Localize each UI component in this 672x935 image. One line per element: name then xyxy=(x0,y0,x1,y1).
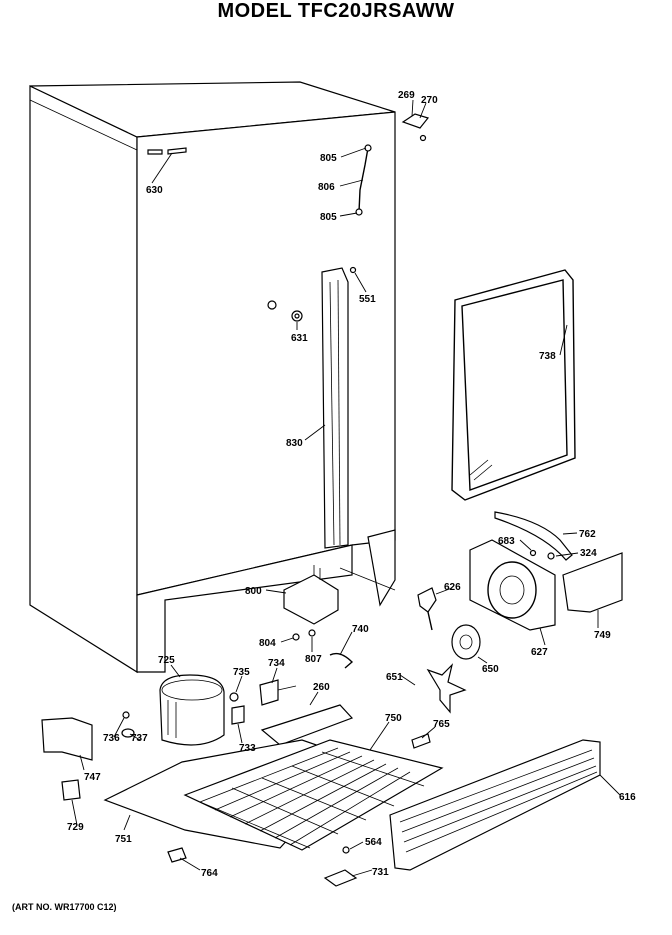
part-740 xyxy=(329,652,354,669)
label-725: 725 xyxy=(158,655,175,666)
label-805-upper: 805 xyxy=(320,153,337,164)
label-749: 749 xyxy=(594,630,611,641)
label-764: 764 xyxy=(201,868,218,879)
leader-lines xyxy=(71,99,621,877)
label-738: 738 xyxy=(539,351,556,362)
motor-part-650 xyxy=(451,624,481,660)
condenser-part-750 xyxy=(183,739,444,851)
fan-shroud-part-627 xyxy=(469,539,556,631)
part-731 xyxy=(323,869,358,887)
label-630: 630 xyxy=(146,185,163,196)
label-627: 627 xyxy=(531,647,548,658)
relay-part-734 xyxy=(259,679,279,706)
fan-blade-part-651 xyxy=(426,663,467,714)
part-804 xyxy=(292,633,300,641)
label-765: 765 xyxy=(433,719,450,730)
label-683: 683 xyxy=(498,536,515,547)
label-734: 734 xyxy=(268,658,285,669)
label-737: 737 xyxy=(131,733,148,744)
part-324 xyxy=(547,552,555,560)
grille-part-616 xyxy=(389,739,601,871)
label-800: 800 xyxy=(245,586,262,597)
label-807: 807 xyxy=(305,654,322,665)
label-750: 750 xyxy=(385,713,402,724)
label-804: 804 xyxy=(259,638,276,649)
label-735: 735 xyxy=(233,667,250,678)
compressor-part-725 xyxy=(159,674,225,746)
label-762: 762 xyxy=(579,529,596,540)
part-747 xyxy=(41,717,93,761)
label-270: 270 xyxy=(421,95,438,106)
part-807 xyxy=(308,629,316,637)
mullion-part-830 xyxy=(321,267,349,549)
screw-part-551 xyxy=(349,266,357,274)
part-733 xyxy=(231,705,245,725)
screw-part-564 xyxy=(342,846,350,854)
part-736 xyxy=(122,711,130,719)
part-labels: 269 270 630 805 806 805 551 631 738 830 … xyxy=(67,90,636,879)
label-733: 733 xyxy=(239,743,256,754)
label-806: 806 xyxy=(318,182,335,193)
label-731: 731 xyxy=(372,867,389,878)
label-729: 729 xyxy=(67,822,84,833)
label-269: 269 xyxy=(398,90,415,101)
label-805-lower: 805 xyxy=(320,212,337,223)
gasket-part-738 xyxy=(451,269,576,501)
label-740: 740 xyxy=(352,624,369,635)
label-747: 747 xyxy=(84,772,101,783)
label-616: 616 xyxy=(619,792,636,803)
label-260: 260 xyxy=(313,682,330,693)
cabinet xyxy=(29,81,396,674)
label-651: 651 xyxy=(386,672,403,683)
label-830: 830 xyxy=(286,438,303,449)
part-626 xyxy=(417,587,437,613)
part-735 xyxy=(229,692,239,702)
label-626: 626 xyxy=(444,582,461,593)
hinge-part-269 xyxy=(401,113,430,142)
part-765 xyxy=(411,733,431,749)
label-650: 650 xyxy=(482,664,499,675)
part-729 xyxy=(61,779,81,801)
label-564: 564 xyxy=(365,837,382,848)
art-number: (ART NO. WR17700 C12) xyxy=(12,902,117,912)
label-551: 551 xyxy=(359,294,376,305)
strap-part-762 xyxy=(494,511,573,561)
bracket-part-260 xyxy=(260,704,354,746)
label-324: 324 xyxy=(580,548,597,559)
label-631: 631 xyxy=(291,333,308,344)
cover-part-749 xyxy=(562,552,623,613)
label-736: 736 xyxy=(103,733,120,744)
screw-part-683 xyxy=(529,549,537,557)
plug-part-631 xyxy=(267,300,303,322)
valve-part-800 xyxy=(283,565,339,625)
diagram-title: MODEL TFC20JRSAWW xyxy=(217,0,455,22)
label-751: 751 xyxy=(115,834,132,845)
